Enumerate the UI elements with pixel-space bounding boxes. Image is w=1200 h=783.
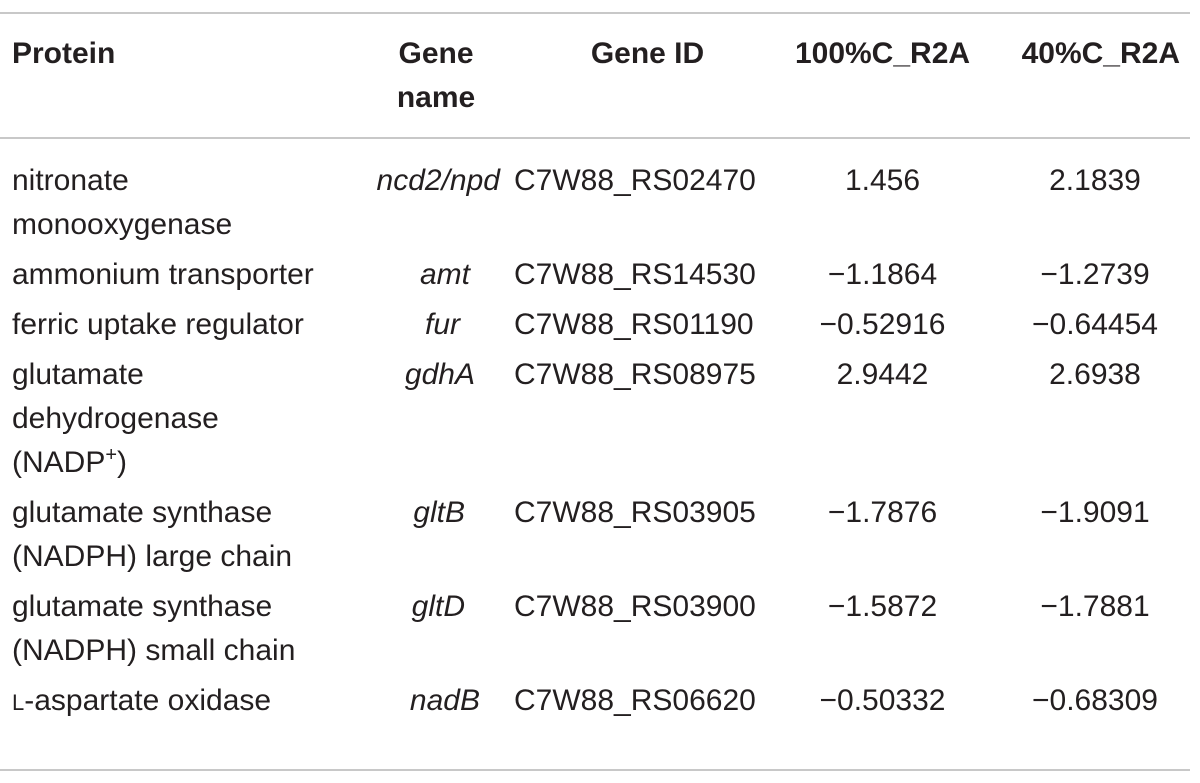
cell-100c-r2a: −1.5872: [827, 590, 938, 623]
table-row: glutamate dehydrogenase (NADP+) gdhA C7W…: [0, 353, 1190, 491]
table-row: glutamate synthase (NADPH) large chain g…: [0, 491, 1190, 585]
cell-gene-id: C7W88_RS03900: [514, 590, 756, 623]
table-row: ferric uptake regulator fur C7W88_RS0119…: [0, 303, 1190, 353]
table-row: ammonium transporter amt C7W88_RS14530 −…: [0, 253, 1190, 303]
cell-40c-r2a: −0.68309: [1032, 684, 1158, 717]
cell-100c-r2a: 2.9442: [836, 358, 929, 391]
cell-40c-r2a: −1.9091: [1040, 496, 1150, 529]
table-row: nitronate monooxygenase ncd2/npd C7W88_R…: [0, 137, 1190, 253]
header-40c-r2a: 40%C_R2A: [1021, 37, 1180, 70]
cell-100c-r2a: 1.456: [844, 164, 921, 197]
cell-gene-id: C7W88_RS08975: [514, 358, 756, 391]
cell-protein: L-aspartate oxidase: [0, 679, 350, 731]
cell-gene-name: gltB: [413, 496, 465, 529]
cell-gene-id: C7W88_RS14530: [514, 258, 756, 291]
cell-gene-name: gdhA: [404, 358, 475, 391]
superscript-plus: +: [105, 444, 118, 466]
cell-gene-name: nadB: [409, 684, 480, 717]
cell-protein-text: glutamate dehydrogenase (NADP: [12, 358, 219, 479]
cell-gene-id: C7W88_RS02470: [514, 164, 756, 197]
header-rule: [0, 137, 1190, 139]
top-rule: [0, 12, 1190, 14]
cell-gene-id: C7W88_RS03905: [514, 496, 756, 529]
cell-protein: ferric uptake regulator: [12, 308, 304, 341]
cell-protein: glutamate synthase (NADPH) large chain: [12, 496, 293, 573]
table-row: L-aspartate oxidase nadB C7W88_RS06620 −…: [0, 679, 1190, 731]
cell-gene-name: amt: [419, 258, 470, 291]
header-row: Protein Gene name Gene ID 100%C_R2A 40%C…: [0, 14, 1190, 137]
cell-40c-r2a: −0.64454: [1032, 308, 1158, 341]
cell-40c-r2a: 2.1839: [1049, 164, 1141, 197]
cell-protein: ammonium transporter: [12, 258, 314, 291]
header-protein: Protein: [12, 37, 116, 70]
cell-100c-r2a: −0.52916: [819, 308, 946, 341]
header-gene-id: Gene ID: [590, 37, 705, 70]
gene-expression-table: Protein Gene name Gene ID 100%C_R2A 40%C…: [0, 14, 1190, 731]
header-gene-name: Gene name: [396, 37, 476, 114]
cell-gene-name: fur: [424, 308, 460, 341]
bottom-rule: [0, 769, 1190, 771]
cell-gene-name: ncd2/npd: [376, 164, 500, 197]
cell-protein-tail: ): [117, 446, 128, 479]
cell-protein: nitronate monooxygenase: [12, 164, 233, 241]
cell-protein-text: -aspartate oxidase: [24, 684, 272, 717]
cell-protein: glutamate synthase (NADPH) small chain: [12, 590, 296, 667]
cell-protein: glutamate dehydrogenase (NADP+): [0, 353, 350, 491]
cell-100c-r2a: −1.7876: [827, 496, 938, 529]
cell-40c-r2a: −1.2739: [1040, 258, 1150, 291]
cell-gene-name: gltD: [411, 590, 465, 623]
small-cap-l: L: [12, 690, 25, 715]
cell-100c-r2a: −0.50332: [819, 684, 946, 717]
cell-gene-id: C7W88_RS06620: [514, 684, 756, 717]
cell-40c-r2a: 2.6938: [1049, 358, 1141, 391]
table-row: glutamate synthase (NADPH) small chain g…: [0, 585, 1190, 679]
cell-100c-r2a: −1.1864: [827, 258, 938, 291]
cell-gene-id: C7W88_RS01190: [514, 308, 754, 341]
header-100c-r2a: 100%C_R2A: [794, 37, 971, 70]
cell-40c-r2a: −1.7881: [1040, 590, 1150, 623]
